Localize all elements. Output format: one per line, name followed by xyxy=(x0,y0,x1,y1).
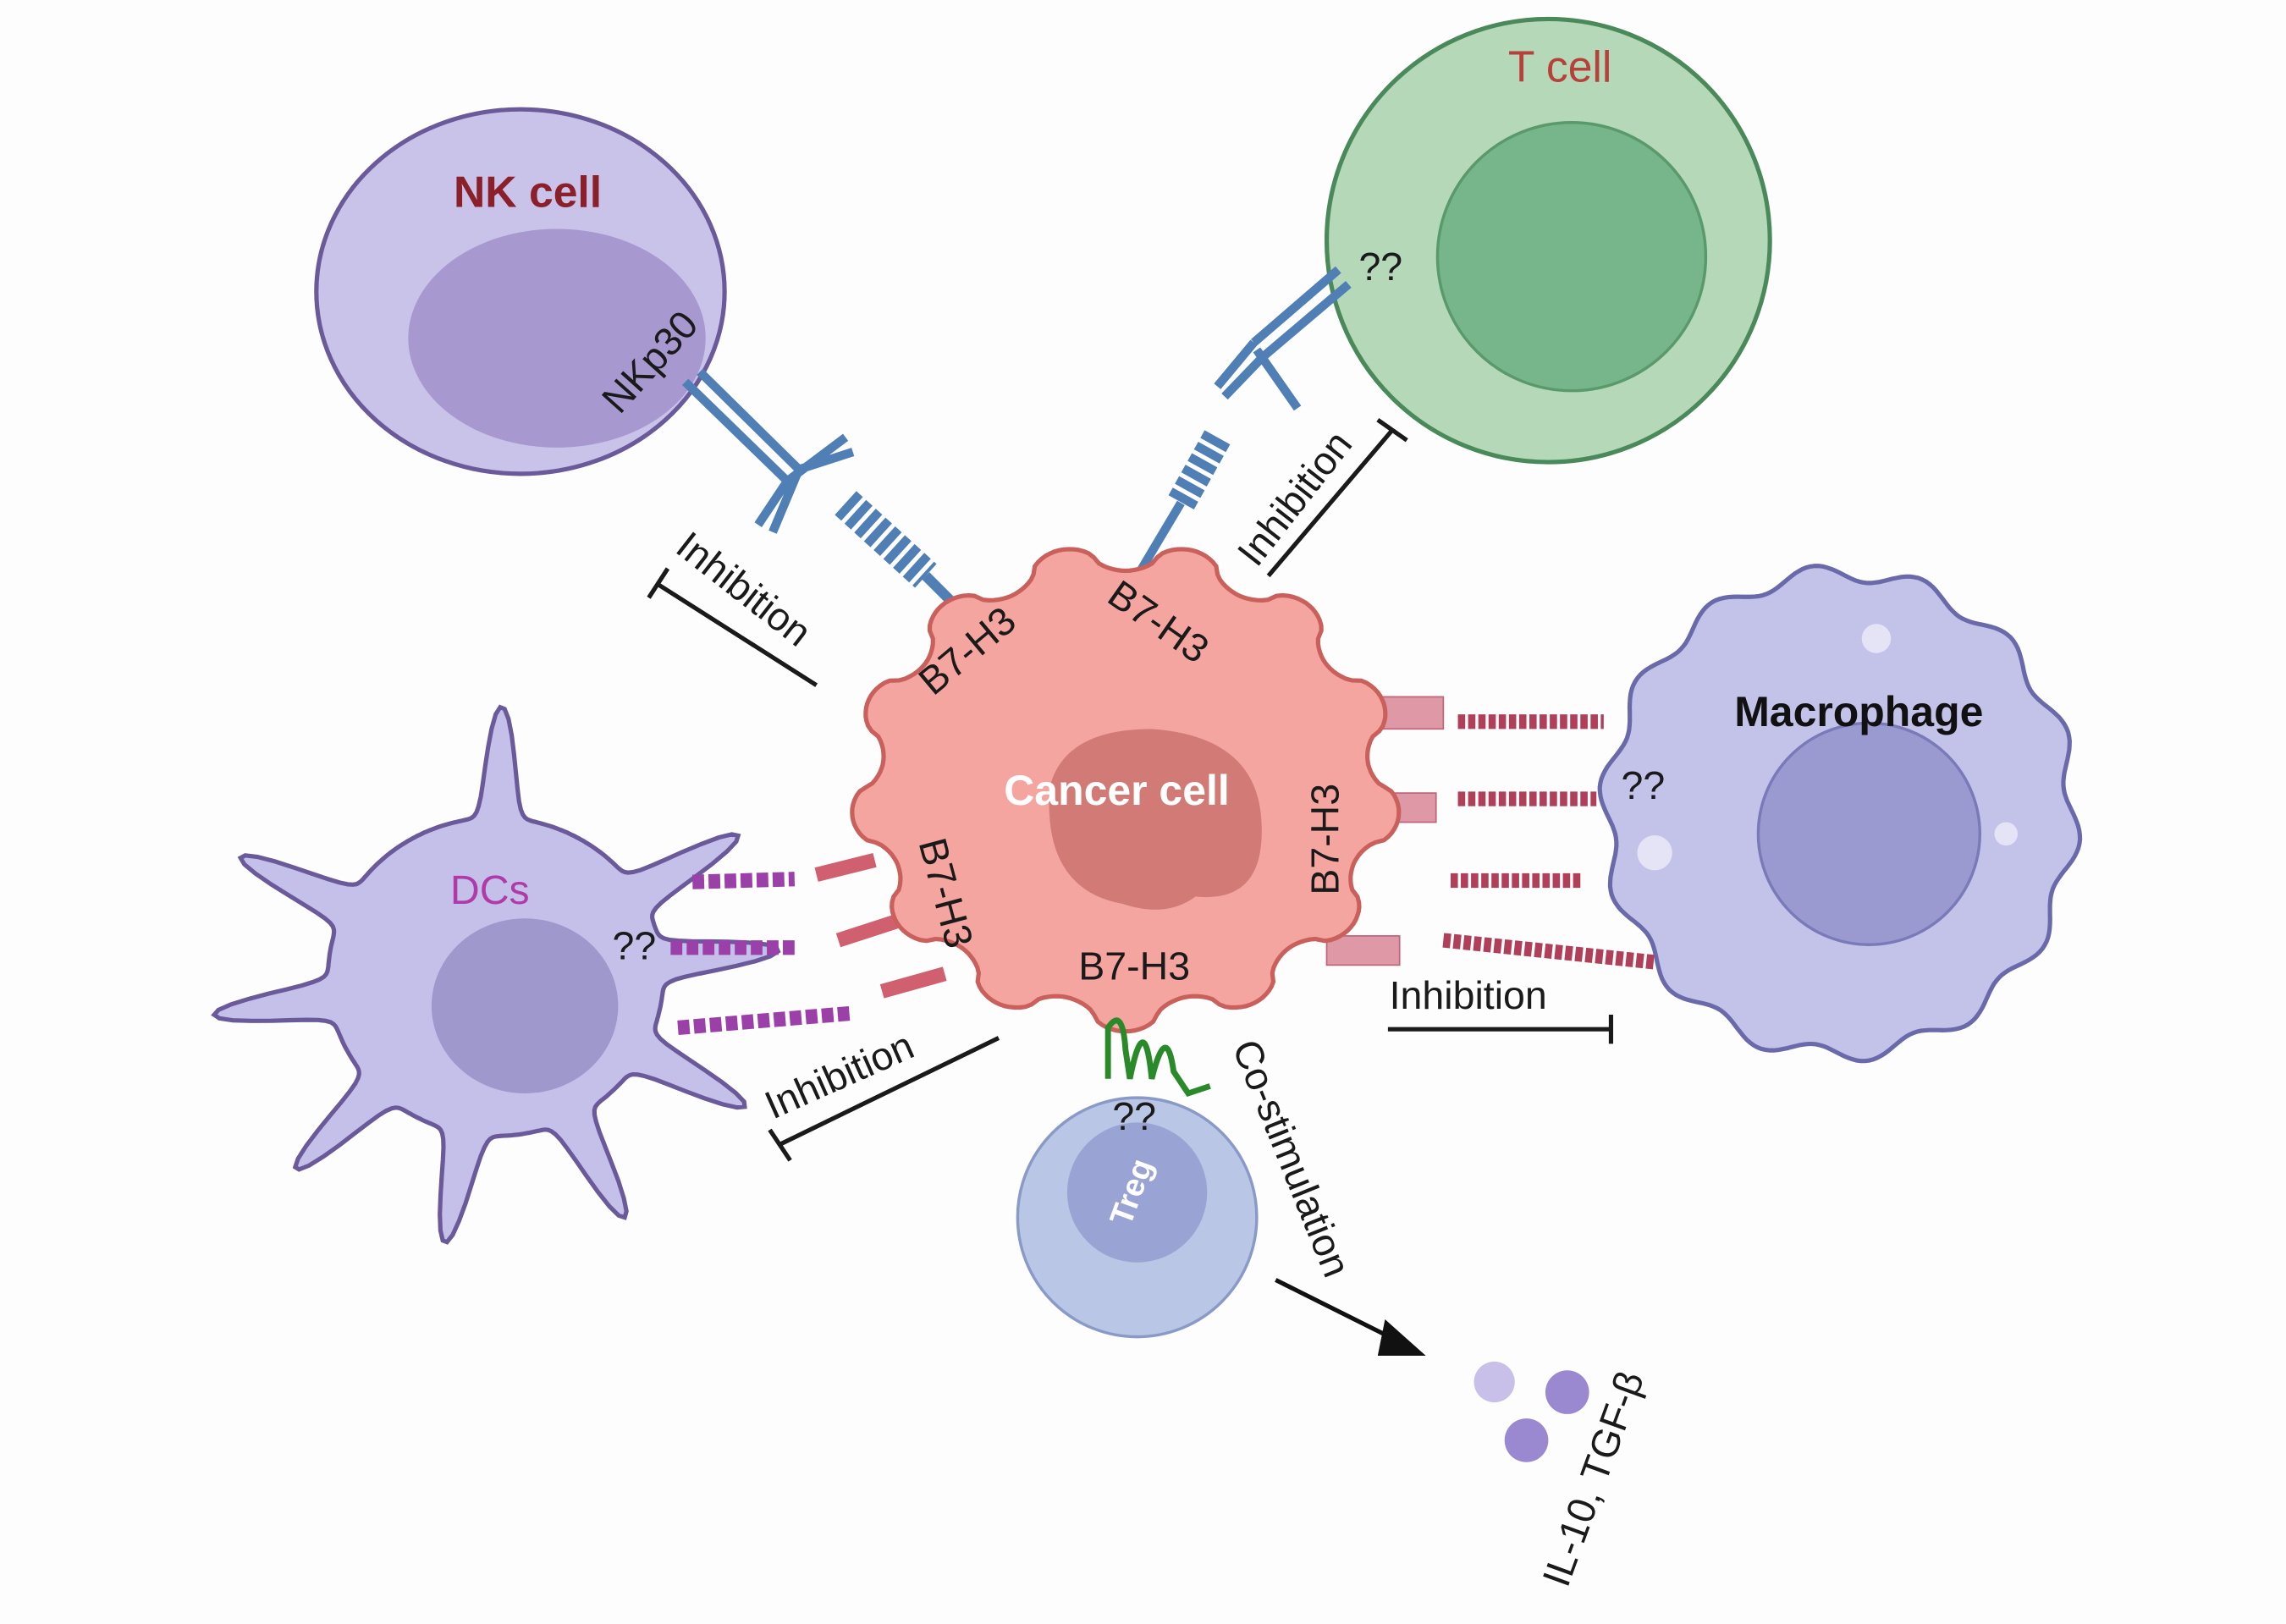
dc-receptors xyxy=(670,852,947,1036)
nkp30-receptor xyxy=(682,368,855,534)
co-stimulatory-receptor xyxy=(1104,1017,1211,1098)
dendritic-cell: DCs ?? xyxy=(211,704,781,1245)
treg-cell: ?? Treg xyxy=(1016,1017,1259,1339)
nk-cell: NK cell NKp30 xyxy=(314,107,727,476)
inhibition-t-label: Inhibition xyxy=(1229,422,1361,574)
cancer-cell-label: Cancer cell xyxy=(1004,767,1229,814)
b7h3-label-right: B7-H3 xyxy=(1303,784,1347,895)
inhibition-dc: Inhibition xyxy=(758,1023,1000,1162)
t-cell: T cell ?? xyxy=(1324,16,1772,465)
t-cell-unknown: ?? xyxy=(1358,245,1402,289)
b7h3-label-bottom: B7-H3 xyxy=(1078,944,1190,988)
macrophage-label: Macrophage xyxy=(1734,688,1983,735)
t-cell-receptor xyxy=(1214,266,1352,411)
dc-label: DCs xyxy=(450,867,530,913)
dc-unknown: ?? xyxy=(612,923,656,967)
cancer-cell: Cancer cell B7-H3 B7-H3 B7-H3 B7-H3 B7-H… xyxy=(850,547,1402,1034)
macrophage-unknown: ?? xyxy=(1622,763,1666,807)
treg-unknown: ?? xyxy=(1112,1094,1156,1138)
b7h3-ligand-nk xyxy=(835,491,967,616)
inhibition-dc-label: Inhibition xyxy=(758,1023,920,1127)
inhibition-nk-label: Inhibition xyxy=(669,523,820,655)
inhibition-macrophage-label: Inhibition xyxy=(1390,973,1547,1017)
inhibition-macrophage: Inhibition xyxy=(1387,973,1614,1044)
inhibition-t: Inhibition xyxy=(1229,418,1408,578)
b7h3-ligand-t xyxy=(1136,430,1231,574)
nk-cell-label: NK cell xyxy=(454,168,602,217)
inhibition-nk: Inhibition xyxy=(647,523,820,687)
t-cell-label: T cell xyxy=(1508,41,1611,91)
macrophage: Macrophage ?? xyxy=(1597,564,2083,1064)
cytokines: IL-10, TGF-β xyxy=(1474,1361,1652,1592)
